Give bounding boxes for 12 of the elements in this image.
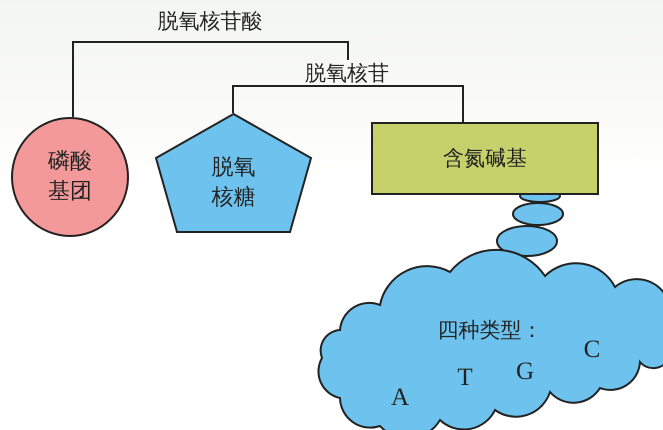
base-letter: T — [456, 365, 474, 391]
node-label: 磷酸基团 — [47, 148, 93, 206]
bracket-label: 脱氧核苷酸 — [156, 8, 264, 34]
base-letter: A — [390, 385, 410, 411]
bracket-line — [232, 85, 464, 122]
base-letter: C — [582, 337, 602, 363]
node-label: 脱氧核苷 — [304, 60, 390, 86]
node-label: 脱氧核糖 — [210, 154, 256, 212]
node-label: 四种类型： — [436, 317, 544, 343]
node-label: 含氮碱基 — [442, 145, 528, 171]
base-letter: G — [514, 359, 536, 385]
bracket-line — [72, 41, 349, 117]
